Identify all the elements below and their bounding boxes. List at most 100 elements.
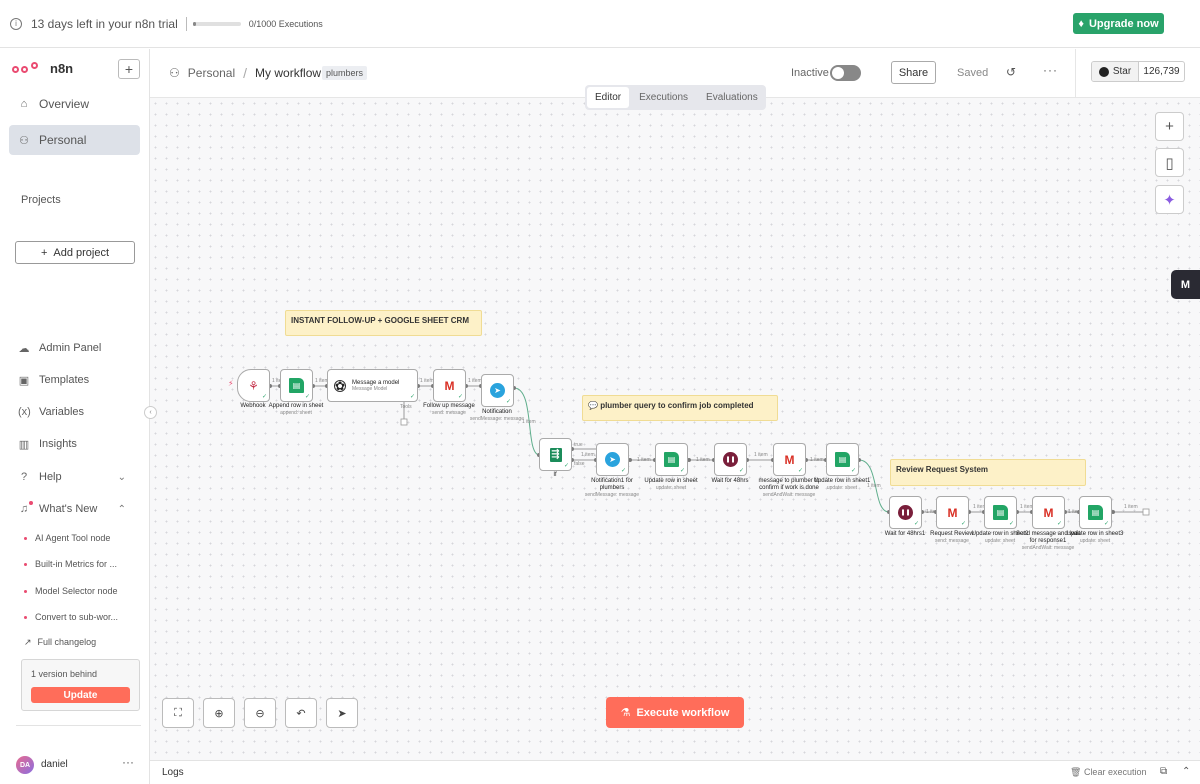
create-button[interactable]: +: [118, 59, 140, 79]
workflow-tag[interactable]: plumbers: [322, 66, 368, 80]
execute-workflow-button[interactable]: ⚗ Execute workflow: [606, 697, 744, 728]
execute-label: Execute workflow: [636, 706, 730, 719]
cloud-icon: ☁: [18, 342, 30, 355]
nav-insights[interactable]: ▥ Insights: [9, 433, 140, 455]
node-if[interactable]: ⇶✓: [539, 438, 572, 471]
node-message-plumber[interactable]: M✓: [773, 443, 806, 476]
tab-evaluations[interactable]: Evaluations: [706, 92, 758, 103]
chevron-up-icon[interactable]: ⌃: [1182, 766, 1191, 777]
node-update-row2[interactable]: ▤✓: [984, 496, 1017, 529]
history-icon[interactable]: ↺: [1006, 65, 1017, 79]
flask-icon: ⚗: [620, 707, 631, 719]
box-icon: ▣: [18, 374, 30, 387]
nav-whats-new[interactable]: ♫ What's New ⌃: [9, 498, 140, 520]
undo-button[interactable]: ↶: [285, 698, 317, 728]
fit-view-button[interactable]: ⛶: [162, 698, 194, 728]
node-update-row1[interactable]: ▤✓: [826, 443, 859, 476]
node-update-row3[interactable]: ▤✓: [1079, 496, 1112, 529]
side-widget-button[interactable]: M: [1171, 270, 1200, 299]
popout-icon[interactable]: ⧉: [1160, 766, 1168, 777]
sticky-note[interactable]: Review Request System: [890, 459, 1086, 486]
nav-admin-panel[interactable]: ☁ Admin Panel: [9, 337, 140, 359]
share-button[interactable]: Share: [891, 61, 936, 84]
pause-icon: ❚❚: [723, 452, 738, 467]
upgrade-label: Upgrade now: [1088, 17, 1159, 30]
divider: [1075, 49, 1076, 98]
gmail-icon: M: [945, 505, 960, 520]
notification-dot: [29, 501, 33, 505]
workflow-canvas[interactable]: Editor Executions Evaluations + ▯ ✦ M ‹ …: [144, 85, 1200, 760]
add-sticky-button[interactable]: ▯: [1155, 148, 1184, 177]
active-toggle[interactable]: [830, 65, 861, 81]
add-node-button[interactable]: +: [1155, 112, 1184, 141]
news-item[interactable]: AI Agent Tool node: [24, 530, 134, 546]
trigger-bolt-icon: ⚡: [228, 379, 234, 388]
node-append-row[interactable]: ▤✓: [280, 369, 313, 402]
tab-executions[interactable]: Executions: [639, 92, 689, 103]
help-icon: ?: [20, 471, 28, 483]
workflow-name[interactable]: My workflow: [255, 66, 322, 80]
nav-help[interactable]: ? Help ⌄: [9, 466, 140, 488]
more-icon[interactable]: ···: [122, 755, 134, 769]
more-options-icon[interactable]: ···: [1043, 63, 1058, 77]
google-sheets-icon: ▤: [664, 452, 679, 467]
check-icon: ✓: [738, 468, 744, 474]
nav-templates[interactable]: ▣ Templates: [9, 369, 140, 391]
tab-editor[interactable]: Editor: [587, 87, 630, 108]
ai-assistant-button[interactable]: ✦: [1155, 185, 1184, 214]
node-title: Notification1 for plumbers: [591, 478, 633, 491]
clear-execution-button[interactable]: 🗑 Clear execution: [1070, 767, 1146, 778]
node-subtitle: update: sheet: [826, 485, 858, 491]
home-icon: ⌂: [20, 98, 28, 110]
executions-text: 0/1000 Executions: [248, 18, 323, 29]
node-update-row[interactable]: ▤✓: [655, 443, 688, 476]
update-button[interactable]: Update: [31, 687, 130, 703]
node-notification[interactable]: ➤✓: [481, 374, 514, 407]
node-wait-48[interactable]: ❚❚✓: [714, 443, 747, 476]
zoom-in-button[interactable]: ⊕: [203, 698, 235, 728]
sticky-note[interactable]: INSTANT FOLLOW-UP + GOOGLE SHEET CRM: [285, 310, 482, 336]
edge-label: 1 item: [696, 457, 710, 463]
node-request-review[interactable]: M✓: [936, 496, 969, 529]
add-project-button[interactable]: + Add project: [15, 241, 135, 264]
check-icon: ✓: [1056, 521, 1062, 527]
full-changelog-link[interactable]: ↗ Full changelog: [24, 637, 96, 648]
node-wait-48-1[interactable]: ❚❚✓: [889, 496, 922, 529]
github-star-button[interactable]: Star 126,739: [1091, 61, 1185, 82]
tidy-up-button[interactable]: ➤: [326, 698, 358, 728]
check-icon: ✓: [620, 468, 626, 474]
sticky-note[interactable]: 💬 plumber query to confirm job completed: [582, 395, 778, 421]
chevron-left-icon: ‹: [149, 409, 152, 416]
saved-status: Saved: [957, 67, 989, 79]
nav-variables[interactable]: (x) Variables: [9, 401, 140, 423]
logs-panel[interactable]: Logs 🗑 Clear execution ⧉ ⌃: [150, 760, 1200, 784]
google-sheets-icon: ▤: [1088, 505, 1103, 520]
news-label: Built-in Metrics for ...: [35, 559, 118, 569]
n8n-logo[interactable]: n8n: [12, 61, 73, 76]
external-link-icon: ↗: [24, 637, 32, 647]
node-title: Update row in sheet1: [813, 478, 871, 484]
edge-label: 1 item: [1124, 504, 1138, 510]
zoom-out-icon: ⊖: [255, 707, 265, 720]
nav-overview[interactable]: ⌂ Overview: [9, 89, 140, 119]
nav-personal[interactable]: ⚇ Personal: [9, 125, 140, 155]
check-icon: ✓: [679, 468, 685, 474]
collapse-sidebar-button[interactable]: ‹: [144, 406, 157, 419]
user-menu[interactable]: DA daniel ···: [16, 725, 141, 774]
upgrade-button[interactable]: ♦ Upgrade now: [1073, 13, 1164, 34]
zoom-out-button[interactable]: ⊖: [244, 698, 276, 728]
news-item[interactable]: Model Selector node: [24, 583, 134, 599]
sidebar: n8n + ⌂ Overview ⚇ Personal Projects + A…: [0, 49, 150, 784]
node-notification1[interactable]: ➤✓: [596, 443, 629, 476]
node-title: Request Review: [930, 531, 974, 537]
news-item[interactable]: Built-in Metrics for ...: [24, 556, 134, 572]
node-webhook[interactable]: ⚘✓: [237, 369, 270, 402]
news-item[interactable]: Convert to sub-wor...: [24, 609, 134, 625]
breadcrumb-project[interactable]: Personal: [187, 66, 236, 80]
node-subtitle: sendAndWait: message: [1021, 545, 1075, 551]
node-follow-up[interactable]: M✓: [433, 369, 466, 402]
executions-progress-fill: [192, 21, 196, 26]
node-send-message[interactable]: M✓: [1032, 496, 1065, 529]
star-label: Star: [1112, 66, 1132, 77]
